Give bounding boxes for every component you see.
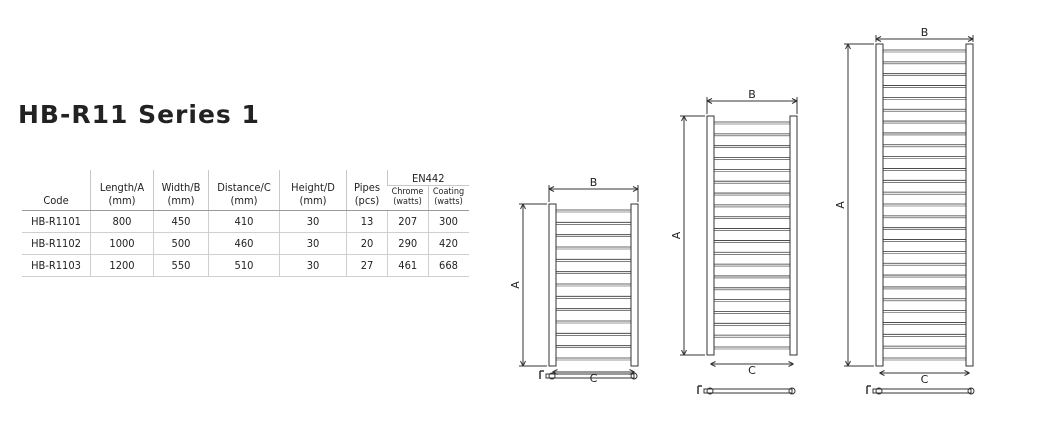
cell-code: HB-R1103 — [22, 254, 91, 277]
dimension-line-a-head — [681, 115, 685, 122]
top-view-valve — [630, 372, 638, 380]
dimension-line-a-head — [522, 203, 526, 210]
cell-height: 30 — [279, 210, 347, 233]
cell-chrome: 207 — [387, 210, 428, 233]
dimension-label-c: C — [921, 373, 929, 386]
dimension-line-a-head — [681, 349, 685, 356]
dimension-line-a-head — [683, 349, 687, 356]
right-rail — [965, 43, 974, 367]
dimension-label-a: A — [834, 201, 847, 209]
cell-code: HB-R1102 — [22, 232, 91, 255]
cell-height: 30 — [279, 254, 347, 277]
dimension-label-b: B — [748, 88, 756, 101]
top-view-bar — [703, 388, 793, 394]
header-pipes: Pipes(pcs) — [346, 170, 388, 211]
dimension-line-a-head — [520, 203, 524, 210]
dimension-line-c-head — [879, 372, 885, 376]
dimension-line-c-head — [788, 361, 794, 365]
cell-chrome: 290 — [387, 232, 428, 255]
dimension-line-a-head — [683, 115, 687, 122]
header-width: Width/B(mm) — [153, 170, 209, 211]
top-view-valve — [875, 387, 883, 395]
dimension-line-c-head — [964, 370, 970, 374]
spec-table: Code Length/A(mm) Width/B(mm) Distance/C… — [22, 170, 469, 277]
dimension-line-b-head — [967, 36, 974, 40]
dimension-line-c-head — [788, 363, 794, 367]
dimension-line-b-head — [875, 38, 882, 42]
dimension-label-b: B — [590, 176, 598, 189]
dimension-label-c: C — [748, 364, 756, 377]
page-title: HB-R11 Series 1 — [18, 100, 260, 129]
dimension-line-b-head — [632, 186, 639, 190]
left-rail — [706, 115, 715, 356]
cell-distance: 410 — [208, 210, 280, 233]
cell-distance: 510 — [208, 254, 280, 277]
cell-distance: 460 — [208, 232, 280, 255]
table-header-row: Code Length/A(mm) Width/B(mm) Distance/C… — [22, 170, 469, 211]
table-row: HB-R1102 1000 500 460 30 20 290 420 — [22, 232, 469, 255]
dimension-label-a: A — [670, 231, 683, 239]
dimension-line-b-head — [632, 188, 639, 192]
top-view-valve — [548, 372, 556, 380]
dimension-label-b: B — [921, 26, 929, 39]
cell-code: HB-R1101 — [22, 210, 91, 233]
dimension-line-b-head — [791, 100, 798, 104]
dimension-line-b-head — [548, 186, 555, 190]
dimension-line-a-head — [845, 43, 849, 50]
dimension-line-c-head — [710, 361, 716, 365]
dimension-line-b-head — [875, 36, 882, 40]
table-subheader-row: Chrome(watts) Coating(watts) — [22, 185, 469, 211]
cell-pipes: 13 — [346, 210, 388, 233]
dimension-line-c-head — [964, 372, 970, 376]
dimension-line-a-head — [847, 360, 851, 367]
right-rail — [789, 115, 798, 356]
dimension-line-c-head — [710, 363, 716, 367]
top-view-bar — [872, 388, 972, 394]
cell-height: 30 — [279, 232, 347, 255]
header-en442: EN442 — [387, 170, 469, 186]
dimension-line-b-head — [706, 100, 713, 104]
header-code: Code — [22, 170, 91, 211]
cell-length: 1200 — [90, 254, 154, 277]
top-view-bar — [545, 373, 635, 379]
table-row: HB-R1103 1200 550 510 30 27 461 668 — [22, 254, 469, 277]
right-rail — [630, 203, 639, 367]
dimension-line-b-head — [548, 188, 555, 192]
cell-coating: 668 — [427, 254, 469, 277]
table-row: HB-R1101 800 450 410 30 13 207 300 — [22, 210, 469, 233]
cell-width: 550 — [153, 254, 209, 277]
left-rail — [548, 203, 557, 367]
dimension-label-a: A — [509, 281, 522, 289]
cell-coating: 300 — [427, 210, 469, 233]
dimension-line-b-head — [967, 38, 974, 42]
dimension-line-b-head — [791, 98, 798, 102]
dimension-line-a-head — [522, 360, 526, 367]
cell-pipes: 27 — [346, 254, 388, 277]
cell-length: 1000 — [90, 232, 154, 255]
top-view-valve — [967, 387, 975, 395]
cell-pipes: 20 — [346, 232, 388, 255]
header-distance: Distance/C(mm) — [208, 170, 280, 211]
top-view-valve — [788, 387, 796, 395]
cell-width: 500 — [153, 232, 209, 255]
dimension-line-c-head — [879, 370, 885, 374]
cell-width: 450 — [153, 210, 209, 233]
dimension-line-c-head — [629, 369, 635, 373]
header-length: Length/A(mm) — [90, 170, 154, 211]
cell-length: 800 — [90, 210, 154, 233]
left-rail — [875, 43, 884, 367]
top-view-valve — [706, 387, 714, 395]
dimension-line-a-head — [847, 43, 851, 50]
header-coating: Coating(watts) — [427, 185, 469, 211]
cell-chrome: 461 — [387, 254, 428, 277]
cell-coating: 420 — [427, 232, 469, 255]
dimension-line-b-head — [706, 98, 713, 102]
header-chrome: Chrome(watts) — [387, 185, 428, 211]
dimension-line-a-head — [845, 360, 849, 367]
header-height: Height/D(mm) — [279, 170, 347, 211]
dimension-line-a-head — [520, 360, 524, 367]
dimension-line-c-head — [552, 369, 558, 373]
